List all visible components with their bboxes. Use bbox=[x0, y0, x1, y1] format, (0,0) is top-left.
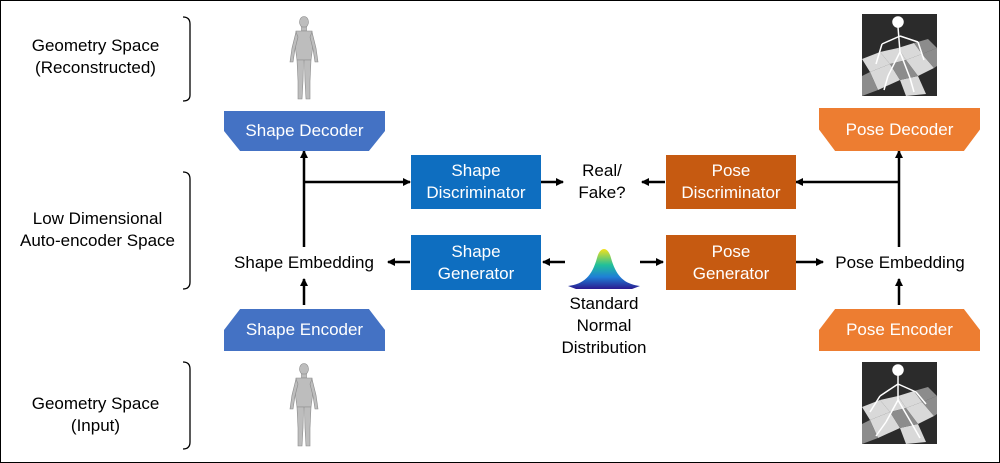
shape-embedding-label: Shape Embedding bbox=[234, 253, 374, 272]
label-low-dimensional: Low Dimensional Auto-encoder Space bbox=[20, 209, 175, 250]
pose-decoder: Pose Decoder bbox=[819, 108, 980, 151]
human-figure-input-icon bbox=[289, 363, 319, 447]
pose-discriminator: Pose Discriminator bbox=[666, 155, 796, 209]
brace-geometry-input bbox=[182, 361, 191, 450]
shape-encoder: Shape Encoder bbox=[224, 309, 385, 351]
standard-normal-label: Standard Normal Distribution bbox=[561, 294, 647, 357]
pose-encoder: Pose Encoder bbox=[819, 309, 980, 351]
human-figure-reconstructed-icon bbox=[289, 16, 319, 100]
shape-generator: Shape Generator bbox=[411, 235, 541, 290]
pose-skeleton-reconstructed-icon bbox=[862, 14, 937, 96]
real-fake-label: Real/ Fake? bbox=[578, 161, 626, 202]
pose-skeleton-input-icon bbox=[862, 362, 937, 444]
pose-generator: Pose Generator bbox=[666, 235, 796, 290]
label-geometry-input: Geometry Space (Input) bbox=[31, 394, 160, 435]
label-geometry-reconstructed: Geometry Space (Reconstructed) bbox=[31, 36, 160, 77]
pose-embedding-label: Pose Embedding bbox=[835, 253, 965, 272]
brace-auto-encoder bbox=[182, 171, 191, 290]
brace-geometry-reconstructed bbox=[182, 16, 191, 102]
gaussian-distribution-icon bbox=[568, 249, 640, 289]
shape-decoder: Shape Decoder bbox=[224, 111, 385, 151]
shape-discriminator: Shape Discriminator bbox=[411, 155, 541, 209]
